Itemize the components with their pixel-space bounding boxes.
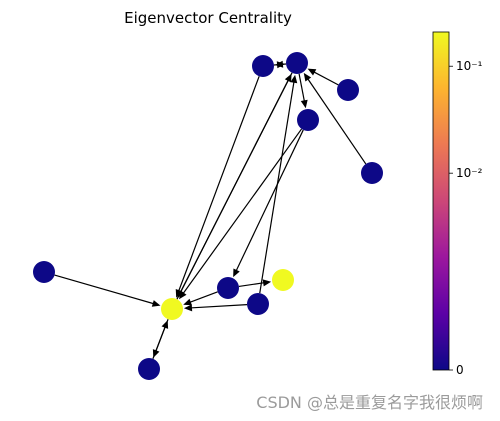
edge-n8-n11 bbox=[152, 319, 169, 358]
node-n6 bbox=[33, 261, 55, 283]
edge-n7-n2 bbox=[259, 74, 298, 294]
edge-line bbox=[312, 70, 339, 86]
colorbar-tick-label: 10⁻² bbox=[456, 166, 483, 180]
edge-n4-n10 bbox=[233, 129, 304, 278]
colorbar: 10⁻¹ 10⁻² 0 bbox=[432, 31, 483, 377]
edge-arrowhead bbox=[151, 300, 161, 307]
watermark: CSDN @总是重复名字我很烦啊 bbox=[256, 393, 483, 412]
node-n1 bbox=[252, 55, 274, 77]
edge-arrowhead bbox=[183, 298, 192, 306]
node-n9 bbox=[272, 269, 294, 291]
edge-arrowhead bbox=[303, 72, 312, 82]
node-n8 bbox=[161, 298, 183, 320]
edge-line bbox=[154, 319, 169, 353]
edge-line bbox=[298, 73, 306, 103]
node-n10 bbox=[217, 277, 239, 299]
edge-n5-n2 bbox=[303, 72, 367, 165]
colorbar-gradient bbox=[432, 31, 450, 371]
colorbar-tick-label: 10⁻¹ bbox=[456, 59, 483, 73]
edge-arrowhead bbox=[233, 268, 240, 278]
node-n2 bbox=[286, 52, 308, 74]
edge-line bbox=[189, 304, 248, 309]
edge-arrowhead bbox=[183, 304, 193, 312]
edge-line bbox=[54, 274, 155, 305]
node-n5 bbox=[361, 162, 383, 184]
edge-line bbox=[188, 291, 218, 304]
node-layer bbox=[33, 52, 383, 380]
edge-n10-n9 bbox=[238, 279, 272, 288]
edge-n2-n4 bbox=[298, 73, 308, 109]
edge-n7-n8 bbox=[183, 304, 248, 312]
edge-line bbox=[259, 80, 295, 294]
node-n11 bbox=[138, 358, 160, 380]
chart-title: Eigenvector Centrality bbox=[124, 9, 292, 27]
edge-layer bbox=[54, 60, 367, 359]
colorbar-tick-label: 0 bbox=[456, 363, 464, 377]
edge-arrowhead bbox=[284, 73, 292, 83]
edge-line bbox=[235, 129, 304, 273]
edge-line bbox=[306, 77, 367, 165]
node-n4 bbox=[297, 109, 319, 131]
node-n3 bbox=[337, 79, 359, 101]
edge-arrowhead bbox=[274, 60, 284, 68]
edge-n2-n1 bbox=[274, 60, 287, 68]
edge-n1-n8 bbox=[175, 76, 260, 298]
edge-n10-n8 bbox=[183, 291, 218, 306]
edge-line bbox=[177, 76, 260, 293]
edge-arrowhead bbox=[300, 99, 308, 109]
colorbar-ticks: 10⁻¹ 10⁻² 0 bbox=[449, 59, 483, 377]
edge-arrowhead bbox=[152, 349, 160, 358]
edge-arrowhead bbox=[262, 279, 272, 287]
edge-arrowhead bbox=[290, 74, 298, 84]
node-n7 bbox=[247, 293, 269, 315]
edge-line bbox=[176, 78, 290, 300]
edge-arrowhead bbox=[307, 68, 317, 76]
edge-arrowhead bbox=[179, 290, 187, 300]
edge-n6-n8 bbox=[54, 274, 161, 307]
edge-n8-n2 bbox=[176, 73, 292, 300]
edge-n3-n2 bbox=[307, 68, 339, 86]
